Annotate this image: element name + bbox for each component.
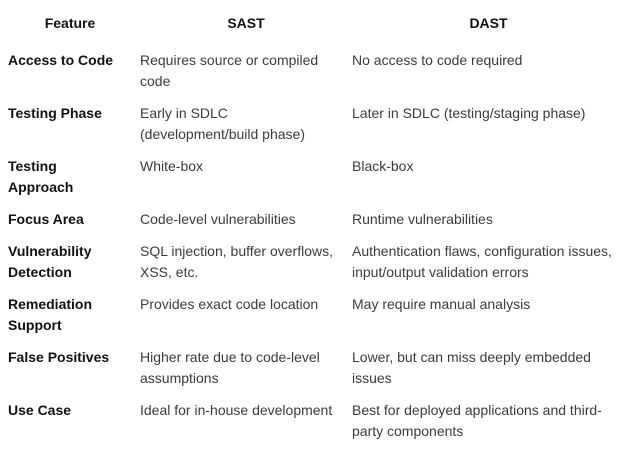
feature-cell-access-to-code: Access to Code [8,52,114,68]
dast-cell: Later in SDLC (testing/staging phase) [352,105,586,121]
dast-cell: May require manual analysis [352,296,531,312]
dast-cell: Black-box [352,158,414,174]
table-row: Use Case Ideal for in-house development … [0,400,625,451]
table-row: Remediation Support Provides exact code … [0,294,625,347]
table-row: Focus Area Code-level vulnerabilities Ru… [0,209,625,241]
sast-cell: SQL injection, buffer overflows, XSS, et… [140,243,333,280]
feature-cell-testing-phase: Testing Phase [8,105,102,121]
sast-cell: White-box [140,158,204,174]
table-row: Access to Code Requires source or compil… [0,50,625,103]
feature-cell-focus-area: Focus Area [8,211,84,227]
feature-cell-remediation-support: Remediation Support [8,296,93,333]
sast-cell: Early in SDLC (development/build phase) [140,105,305,142]
dast-cell: Authentication flaws, configuration issu… [352,243,612,280]
table-row: Testing Phase Early in SDLC (development… [0,103,625,156]
table-row: False Positives Higher rate due to code-… [0,347,625,400]
dast-cell: Best for deployed applications and third… [352,402,602,439]
feature-cell-testing-approach: Testing Approach [8,158,74,195]
column-header-dast: DAST [469,15,508,31]
column-header-sast: SAST [227,15,265,31]
header-row: Feature SAST DAST [0,0,625,50]
dast-cell: No access to code required [352,52,523,68]
feature-cell-vulnerability-detection: Vulnerability Detection [8,243,92,280]
table-row: Vulnerability Detection SQL injection, b… [0,241,625,294]
sast-cell: Provides exact code location [140,296,319,312]
sast-cell: Code-level vulnerabilities [140,211,296,227]
sast-cell: Higher rate due to code-level assumption… [140,349,320,386]
dast-cell: Lower, but can miss deeply embedded issu… [352,349,591,386]
table-row: Testing Approach White-box Black-box [0,156,625,209]
sast-cell: Ideal for in-house development [140,402,333,418]
sast-cell: Requires source or compiled code [140,52,319,89]
dast-cell: Runtime vulnerabilities [352,211,493,227]
feature-cell-use-case: Use Case [8,402,72,418]
feature-cell-false-positives: False Positives [8,349,110,365]
column-header-feature: Feature [44,15,96,31]
